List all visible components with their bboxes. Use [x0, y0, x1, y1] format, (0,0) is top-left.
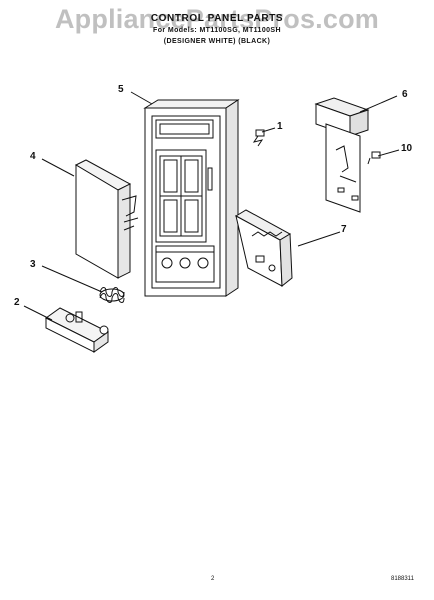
leader-lines	[23, 91, 400, 321]
control-board-assembly	[314, 97, 370, 213]
latch-assembly	[234, 209, 293, 288]
callout-6: 6	[402, 89, 408, 100]
diagram-title: CONTROL PANEL PARTS	[150, 13, 284, 24]
page-number: 2	[211, 576, 215, 582]
screw	[252, 129, 265, 147]
callout-2: 2	[14, 297, 20, 308]
callout-3: 3	[30, 259, 36, 270]
clip	[367, 151, 381, 165]
release-button	[45, 307, 109, 353]
spring	[99, 287, 125, 303]
callout-1: 1	[277, 121, 283, 132]
model-numbers: For Models: MT1100SG, MT1100SH	[153, 27, 281, 34]
callout-4: 4	[30, 151, 36, 162]
watermark: AppliancePartsPros.com	[54, 4, 379, 34]
color-variants: (DESIGNER WHITE) (BLACK)	[163, 38, 271, 45]
callout-10: 10	[401, 143, 413, 154]
callout-5: 5	[118, 84, 124, 95]
overlay-panel	[74, 159, 139, 279]
control-panel-frame	[143, 99, 240, 297]
callout-7: 7	[341, 224, 347, 235]
document-code: 8188311	[391, 576, 414, 582]
